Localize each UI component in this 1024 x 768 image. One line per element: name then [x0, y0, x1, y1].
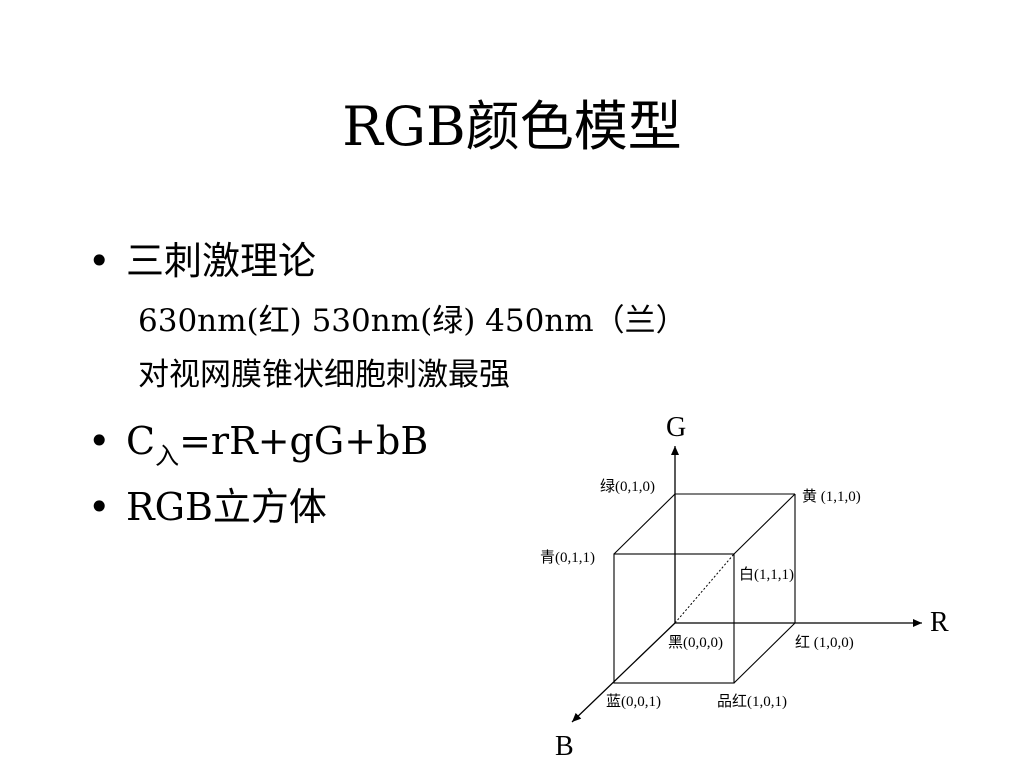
equation-rest: =rR+gG+bB [179, 419, 429, 463]
equation-subscript: 入 [155, 442, 180, 470]
wavelengths-line: 630nm(红) 530nm(绿) 450nm（兰） [138, 303, 687, 339]
vertex-magenta: 品红(1,0,1) [717, 693, 787, 710]
cube-edge [613, 493, 676, 555]
bullet-color-equation: • C入=rR+gG+bB [88, 422, 428, 468]
cube-front-face [613, 553, 735, 684]
cube-edge [733, 622, 796, 684]
b-axis [571, 622, 676, 723]
cube-edge [733, 493, 796, 555]
equation-c: C [126, 419, 156, 463]
vertex-cyan: 青(0,1,1) [540, 549, 595, 566]
axis-label-r: R [930, 607, 949, 638]
slide-title: RGB颜色模型 [342, 95, 682, 158]
bullet-text: 三刺激理论 [126, 239, 317, 283]
bullet-dot: • [88, 239, 111, 283]
vertex-green: 绿(0,1,0) [600, 478, 655, 495]
bullet-dot: • [88, 419, 111, 463]
bullet-tristimulus: • 三刺激理论 [88, 242, 316, 280]
bullet-dot: • [88, 485, 111, 529]
vertex-blue: 蓝(0,0,1) [606, 693, 661, 710]
axis-label-g: G [666, 412, 686, 443]
vertex-white: 白(1,1,1) [739, 566, 794, 583]
axis-label-b: B [555, 731, 574, 762]
vertex-yellow: 黄 (1,1,0) [802, 488, 861, 505]
gray-diagonal [674, 553, 735, 624]
vertex-red: 红 (1,0,0) [795, 634, 854, 651]
bullet-rgb-cube: • RGB立方体 [88, 488, 327, 526]
vertex-black: 黑(0,0,0) [668, 635, 723, 651]
cone-stimulus-line: 对视网膜锥状细胞刺激最强 [138, 357, 510, 393]
bullet-text: RGB立方体 [126, 485, 327, 529]
